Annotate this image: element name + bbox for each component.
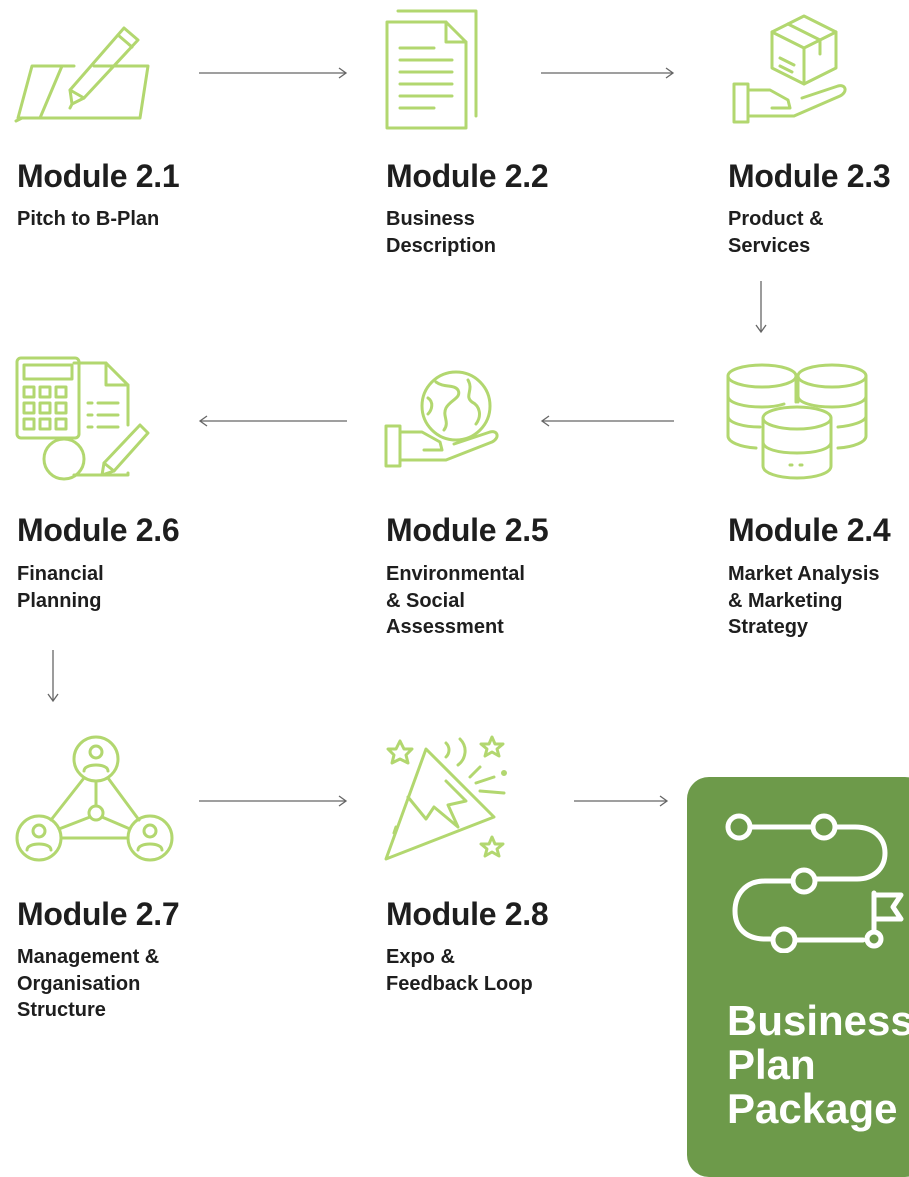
hand-box-icon (732, 10, 852, 125)
module-subtitle: Management & Organisation Structure (17, 946, 160, 1021)
calculator-document-icon (14, 355, 154, 485)
document-icon (384, 8, 484, 132)
module-subtitle: Product & Services (728, 208, 824, 257)
arrow-left (198, 414, 348, 433)
pen-writing-icon (14, 18, 154, 128)
arrow-down (754, 280, 768, 339)
module-title: Module 2.4 (728, 512, 891, 548)
arrow-right (198, 794, 348, 813)
module-title: Module 2.2 (386, 158, 549, 194)
team-network-icon (14, 735, 174, 865)
module-title: Module 2.8 (386, 896, 549, 932)
database-stack-icon (726, 362, 870, 480)
module-subtitle: Financial Planning (17, 563, 104, 612)
arrow-right (198, 66, 348, 85)
module-title: Module 2.3 (728, 158, 891, 194)
module-subtitle: Environmental & Social Assessment (386, 563, 525, 638)
arrow-right (573, 794, 669, 813)
module-title: Module 2.6 (17, 512, 180, 548)
module-subtitle: Pitch to B-Plan (17, 208, 160, 230)
arrow-left (540, 414, 675, 433)
module-title: Module 2.5 (386, 512, 549, 548)
business-plan-package-card: Business Plan Package (687, 777, 909, 1177)
arrow-down (46, 649, 60, 708)
roadmap-flag-icon (725, 813, 907, 953)
party-popper-icon (384, 735, 514, 865)
module-title: Module 2.7 (17, 896, 180, 932)
package-title: Business Plan Package (727, 997, 909, 1132)
hand-globe-icon (384, 368, 504, 473)
module-title: Module 2.1 (17, 158, 180, 194)
module-subtitle: Business Description (386, 208, 497, 257)
module-subtitle: Market Analysis & Marketing Strategy (728, 563, 880, 638)
module-subtitle: Expo & Feedback Loop (386, 946, 533, 995)
arrow-right (540, 66, 675, 85)
